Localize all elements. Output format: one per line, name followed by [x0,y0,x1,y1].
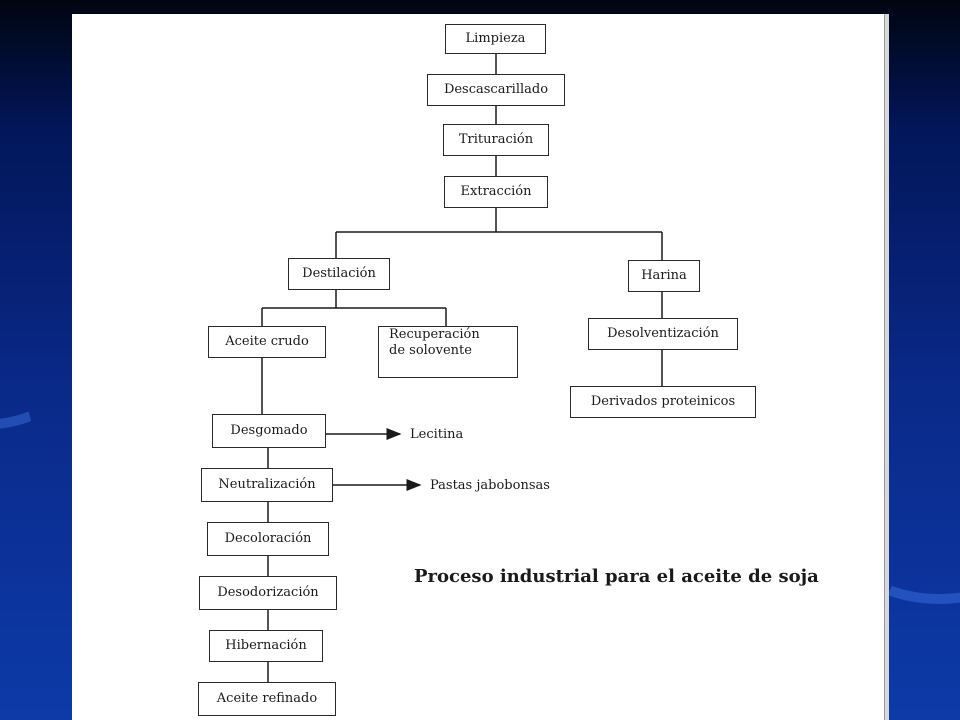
recuperacion-line-2: de solovente [389,343,472,359]
step-recuperacion-solvente: Recuperación de solovente [378,326,518,378]
step-derivados-proteinicos: Derivados proteinicos [570,386,756,418]
step-harina: Harina [628,260,700,292]
step-decoloracion: Decoloración [207,522,329,556]
step-trituracion: Trituración [443,124,549,156]
step-destilacion: Destilación [288,258,390,290]
step-desgomado: Desgomado [212,414,326,448]
step-hibernacion: Hibernación [209,630,323,662]
step-aceite-crudo: Aceite crudo [208,326,326,358]
step-aceite-refinado: Aceite refinado [198,682,336,716]
step-desolventizacion: Desolventización [588,318,738,350]
step-extraccion: Extracción [444,176,548,208]
output-pastas-jabonosas: Pastas jabobonsas [430,478,550,493]
output-lecitina: Lecitina [410,427,464,442]
figure-caption: Proceso industrial para el aceite de soj… [414,566,819,587]
step-neutralizacion: Neutralización [201,468,333,502]
page-edge [884,14,889,720]
step-desodorizacion: Desodorización [199,576,337,610]
step-limpieza: Limpieza [445,24,546,54]
step-descascarillado: Descascarillado [427,74,565,106]
recuperacion-line-1: Recuperación [389,327,480,342]
